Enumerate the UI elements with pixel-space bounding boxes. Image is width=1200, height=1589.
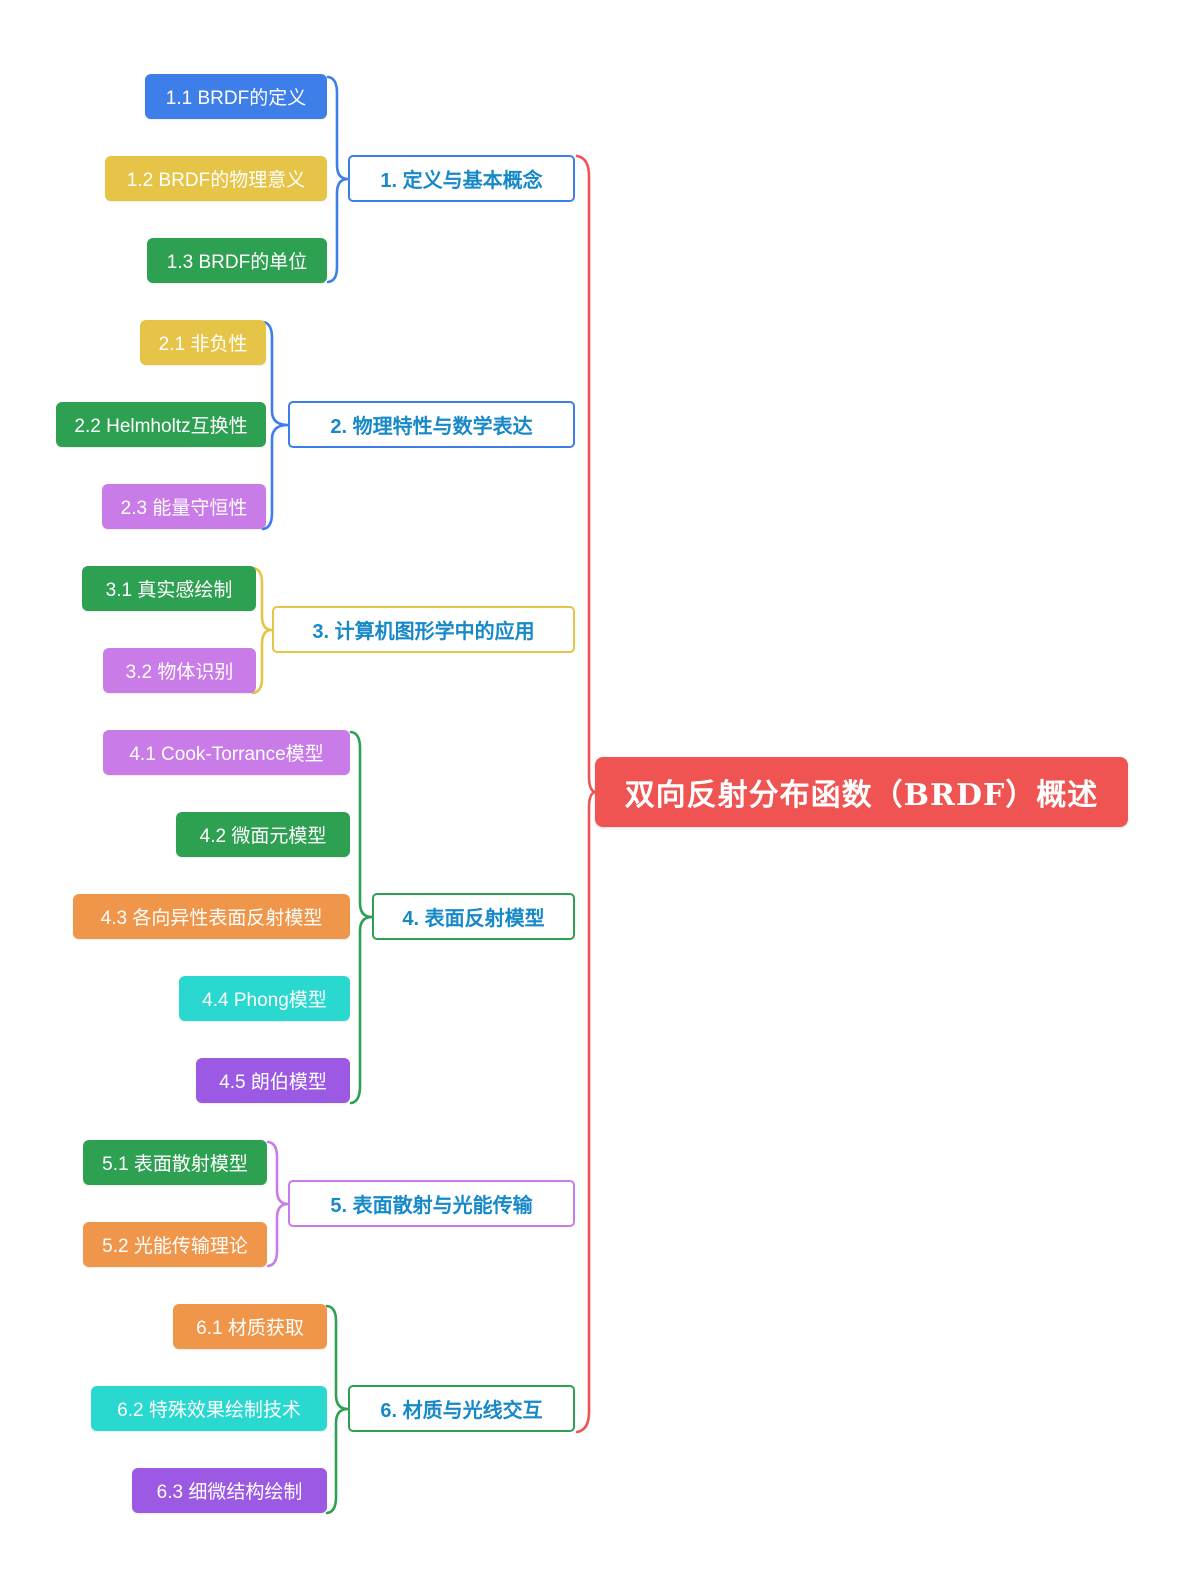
brace-branch-6 xyxy=(325,1304,350,1515)
brace-branch-2 xyxy=(261,320,290,531)
child-node-2-2[interactable]: 2.2 Helmholtz互换性 xyxy=(56,402,266,447)
branch-node-3[interactable]: 3. 计算机图形学中的应用 xyxy=(272,606,575,653)
child-node-2-1[interactable]: 2.1 非负性 xyxy=(140,320,266,365)
child-node-6-1-label: 6.1 材质获取 xyxy=(196,1318,304,1339)
child-node-3-2[interactable]: 3.2 物体识别 xyxy=(103,648,256,693)
branch-node-2[interactable]: 2. 物理特性与数学表达 xyxy=(288,401,575,448)
child-node-4-4[interactable]: 4.4 Phong模型 xyxy=(179,976,350,1021)
child-node-4-4-label: 4.4 Phong模型 xyxy=(202,990,327,1011)
brace-branch-5 xyxy=(266,1140,290,1268)
child-node-5-1[interactable]: 5.1 表面散射模型 xyxy=(83,1140,267,1185)
branch-node-5-label: 5. 表面散射与光能传输 xyxy=(330,1195,533,1217)
child-node-6-2[interactable]: 6.2 特殊效果绘制技术 xyxy=(91,1386,327,1431)
child-node-4-3[interactable]: 4.3 各向异性表面反射模型 xyxy=(73,894,350,939)
child-node-4-2[interactable]: 4.2 微面元模型 xyxy=(176,812,350,857)
branch-node-4[interactable]: 4. 表面反射模型 xyxy=(372,893,575,940)
branch-node-5[interactable]: 5. 表面散射与光能传输 xyxy=(288,1180,575,1227)
child-node-6-3-label: 6.3 细微结构绘制 xyxy=(156,1482,303,1503)
child-node-2-1-label: 2.1 非负性 xyxy=(158,334,248,355)
child-node-5-1-label: 5.1 表面散射模型 xyxy=(102,1154,248,1175)
child-node-1-3-label: 1.3 BRDF的单位 xyxy=(166,252,308,273)
branch-node-3-label: 3. 计算机图形学中的应用 xyxy=(312,621,535,643)
child-node-3-1-label: 3.1 真实感绘制 xyxy=(105,580,233,601)
child-node-5-2-label: 5.2 光能传输理论 xyxy=(102,1236,248,1257)
child-node-4-2-label: 4.2 微面元模型 xyxy=(199,826,327,847)
child-node-3-1[interactable]: 3.1 真实感绘制 xyxy=(82,566,256,611)
child-node-1-1[interactable]: 1.1 BRDF的定义 xyxy=(145,74,327,119)
branch-node-6[interactable]: 6. 材质与光线交互 xyxy=(348,1385,575,1432)
child-node-4-1-label: 4.1 Cook-Torrance模型 xyxy=(129,744,324,765)
child-node-2-3[interactable]: 2.3 能量守恒性 xyxy=(102,484,266,529)
child-node-4-1[interactable]: 4.1 Cook-Torrance模型 xyxy=(103,730,350,775)
branch-node-6-label: 6. 材质与光线交互 xyxy=(380,1400,543,1422)
brace-branch-1 xyxy=(326,75,350,284)
child-node-2-2-label: 2.2 Helmholtz互换性 xyxy=(74,416,248,437)
brace-root xyxy=(575,154,598,1434)
branch-node-1[interactable]: 1. 定义与基本概念 xyxy=(348,155,575,202)
branch-node-2-label: 2. 物理特性与数学表达 xyxy=(330,416,533,438)
branch-node-1-label: 1. 定义与基本概念 xyxy=(380,170,543,192)
child-node-5-2[interactable]: 5.2 光能传输理论 xyxy=(83,1222,267,1267)
root-node-label: 双向反射分布函数（BRDF）概述 xyxy=(624,778,1099,813)
child-node-1-2[interactable]: 1.2 BRDF的物理意义 xyxy=(105,156,327,201)
branch-node-4-label: 4. 表面反射模型 xyxy=(402,908,545,930)
child-node-1-1-label: 1.1 BRDF的定义 xyxy=(165,88,307,109)
child-node-4-5-label: 4.5 朗伯模型 xyxy=(219,1072,327,1093)
child-node-1-3[interactable]: 1.3 BRDF的单位 xyxy=(147,238,327,283)
root-node[interactable]: 双向反射分布函数（BRDF）概述 xyxy=(595,757,1128,827)
child-node-3-2-label: 3.2 物体识别 xyxy=(125,662,234,683)
child-node-2-3-label: 2.3 能量守恒性 xyxy=(120,498,248,519)
child-node-6-1[interactable]: 6.1 材质获取 xyxy=(173,1304,327,1349)
child-node-6-3[interactable]: 6.3 细微结构绘制 xyxy=(132,1468,327,1513)
child-node-4-5[interactable]: 4.5 朗伯模型 xyxy=(196,1058,350,1103)
brace-branch-4 xyxy=(349,730,374,1105)
child-node-1-2-label: 1.2 BRDF的物理意义 xyxy=(126,170,306,191)
child-node-4-3-label: 4.3 各向异性表面反射模型 xyxy=(100,908,323,929)
child-node-6-2-label: 6.2 特殊效果绘制技术 xyxy=(117,1400,301,1421)
